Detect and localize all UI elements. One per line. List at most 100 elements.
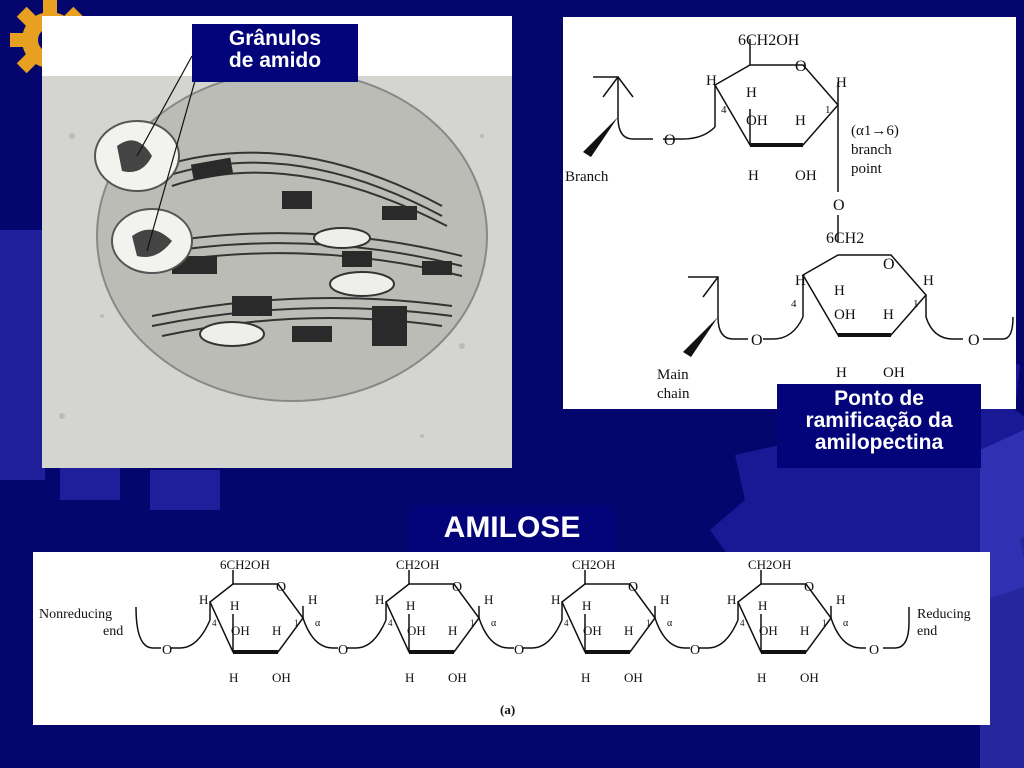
chloroplast-micrograph bbox=[42, 16, 512, 468]
c4-number: 4 bbox=[212, 618, 217, 628]
oh-upper-3: OH bbox=[746, 113, 768, 129]
c1-number: 1 bbox=[822, 618, 827, 628]
h-label-c2: H bbox=[272, 623, 281, 638]
branch-structure-panel: 6CH2OH O H H H 4 1 OH H H OH O (α1→6) br… bbox=[563, 17, 1016, 409]
c1-upper: 1 bbox=[825, 104, 831, 116]
glycosidic-o-lower-right: O bbox=[968, 332, 980, 349]
c4-lower: 4 bbox=[791, 298, 797, 310]
ch2oh-label: CH2OH bbox=[748, 557, 791, 572]
oh-label-c2: OH bbox=[272, 670, 291, 685]
h-label-c1: H bbox=[660, 592, 669, 607]
branch-point-line2: branch bbox=[851, 142, 892, 158]
h-upper-2: H bbox=[795, 113, 806, 129]
alpha-label: α bbox=[315, 618, 321, 629]
h-lower-a: H bbox=[834, 283, 845, 299]
h-label-c1: H bbox=[308, 592, 317, 607]
oh-label-c3: OH bbox=[407, 623, 426, 638]
glycosidic-bond-right bbox=[654, 617, 690, 649]
amylose-structure-panel: Nonreducing end Reducing end (a) 6CH2OH O… bbox=[33, 552, 990, 725]
amylose-title: AMILOSE bbox=[410, 505, 614, 553]
h-label-c5: H bbox=[758, 598, 767, 613]
h-label-c2: H bbox=[448, 623, 457, 638]
glycosidic-o-upper: O bbox=[664, 132, 676, 149]
h-label-c4: H bbox=[727, 592, 736, 607]
h-label-c3: H bbox=[581, 670, 590, 685]
glycosidic-o-lower-left: O bbox=[751, 332, 763, 349]
starch-granules-label: Grânulos de amido bbox=[192, 24, 358, 82]
amylose-chain-diagram: Nonreducing end Reducing end (a) 6CH2OH O… bbox=[39, 557, 971, 717]
reducing-bond bbox=[883, 607, 910, 649]
glycosidic-bond-right bbox=[830, 617, 866, 649]
reducing-line1: Reducing bbox=[917, 607, 971, 622]
glycosidic-bond-left bbox=[346, 619, 387, 649]
h-label-c2: H bbox=[800, 623, 809, 638]
micrograph-panel bbox=[42, 16, 512, 468]
oh-label-c3: OH bbox=[231, 623, 250, 638]
oh-label-c3: OH bbox=[583, 623, 602, 638]
oh-upper-2: OH bbox=[795, 168, 817, 184]
c4-number: 4 bbox=[564, 618, 569, 628]
glucose-ring bbox=[561, 583, 656, 653]
glucose-ring bbox=[209, 583, 304, 653]
ch2oh-label: CH2OH bbox=[572, 557, 615, 572]
h-label-c5: H bbox=[582, 598, 591, 613]
h-lower-1: H bbox=[923, 273, 934, 289]
c4-number: 4 bbox=[388, 618, 393, 628]
glycosidic-bond-right bbox=[302, 617, 338, 649]
glycosidic-o: O bbox=[514, 643, 524, 658]
h-label-c1: H bbox=[484, 592, 493, 607]
oh-label-c2: OH bbox=[800, 670, 819, 685]
c1-number: 1 bbox=[294, 618, 299, 628]
branch-point-line1: (α1→6) bbox=[851, 123, 899, 139]
ch2oh-label: 6CH2OH bbox=[220, 557, 270, 572]
branch-point-diagram: 6CH2OH O H H H 4 1 OH H H OH O (α1→6) br… bbox=[565, 32, 1014, 402]
h-upper-1: H bbox=[836, 75, 847, 91]
h-upper-a: H bbox=[746, 85, 757, 101]
h-label-c4: H bbox=[199, 592, 208, 607]
c1-lower: 1 bbox=[913, 298, 919, 310]
alpha-label: α bbox=[667, 618, 673, 629]
glycosidic-bond-left bbox=[170, 619, 211, 649]
nonreducing-bond bbox=[135, 606, 161, 649]
alpha-label: α bbox=[843, 618, 849, 629]
oh-lower-3: OH bbox=[834, 307, 856, 323]
ch2oh-label: CH2OH bbox=[396, 557, 439, 572]
glycosidic-o: O bbox=[338, 643, 348, 658]
ring-o-label: O bbox=[276, 580, 286, 595]
ring-o-lower: O bbox=[883, 256, 895, 273]
ring-o-label: O bbox=[628, 580, 638, 595]
bridge-o: O bbox=[833, 197, 845, 214]
main-chain-line2: chain bbox=[657, 386, 690, 402]
h-lower-b: H bbox=[836, 365, 847, 381]
c1-number: 1 bbox=[470, 618, 475, 628]
h-lower-4: H bbox=[795, 273, 806, 289]
h-label-c5: H bbox=[406, 598, 415, 613]
h-label-c3: H bbox=[229, 670, 238, 685]
c4-upper: 4 bbox=[721, 104, 727, 116]
ring-o-upper: O bbox=[795, 58, 807, 75]
h-label-c4: H bbox=[375, 592, 384, 607]
oh-lower-2: OH bbox=[883, 365, 905, 381]
glycosidic-o: O bbox=[162, 643, 172, 658]
h-label-c3: H bbox=[757, 670, 766, 685]
ch2oh-upper: 6CH2OH bbox=[738, 32, 800, 49]
panel-label: (a) bbox=[500, 702, 515, 717]
branch-point-line3: point bbox=[851, 161, 883, 177]
c1-number: 1 bbox=[646, 618, 651, 628]
glucose-ring bbox=[737, 583, 832, 653]
h-label-c3: H bbox=[405, 670, 414, 685]
nonreducing-line2: end bbox=[103, 624, 123, 639]
branch-point-caption: Ponto de ramificação da amilopectina bbox=[777, 384, 981, 468]
alpha-label: α bbox=[491, 618, 497, 629]
glycosidic-o-end: O bbox=[869, 643, 879, 658]
nonreducing-line1: Nonreducing bbox=[39, 607, 112, 622]
oh-label-c3: OH bbox=[759, 623, 778, 638]
branch-label: Branch bbox=[565, 169, 609, 185]
glycosidic-bond-right bbox=[478, 617, 514, 649]
glycosidic-bond-left bbox=[522, 619, 563, 649]
h-upper-b: H bbox=[748, 168, 759, 184]
reducing-line2: end bbox=[917, 624, 937, 639]
h-lower-2: H bbox=[883, 307, 894, 323]
h-label-c4: H bbox=[551, 592, 560, 607]
h-label-c2: H bbox=[624, 623, 633, 638]
